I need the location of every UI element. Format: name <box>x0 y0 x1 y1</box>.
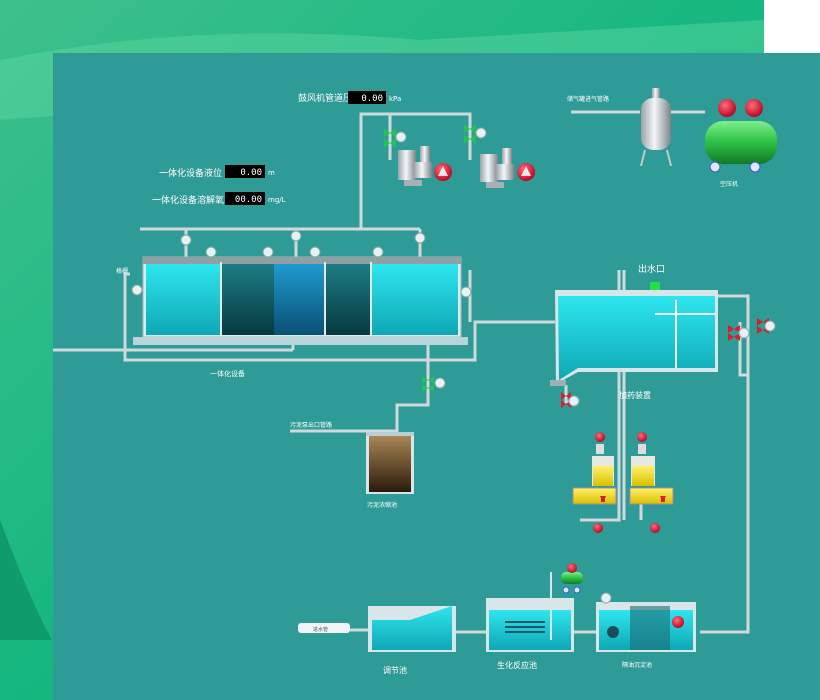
sensor-gauge-icon <box>205 246 217 258</box>
status-indicator-icon <box>650 282 660 290</box>
diagram-panel <box>53 53 820 700</box>
biochem-pool-label: 生化反应池 <box>497 660 537 670</box>
sensor-gauge-icon <box>309 246 321 258</box>
tank-level-unit: m <box>268 169 275 177</box>
dosing-unit-2 <box>629 432 674 533</box>
blower-2-valve-icon[interactable] <box>464 124 476 144</box>
air-pressure-value: 0.00 <box>361 94 383 104</box>
sensor-gauge-icon <box>180 234 192 246</box>
do-unit: mg/L <box>268 196 286 204</box>
sensor-gauge-icon <box>414 232 426 244</box>
compressor-motor-icon[interactable] <box>718 99 736 117</box>
dosing-pump-1-icon[interactable] <box>593 523 603 533</box>
gas-holding-label: 储气罐进气管路 <box>567 95 609 103</box>
sensor-gauge-icon <box>460 286 472 298</box>
air-pressure-label: 鼓风机管道压 <box>298 92 352 104</box>
air-compressor[interactable] <box>705 99 777 173</box>
regulating-tank-label: 调节池 <box>383 665 407 675</box>
right-valve-2-icon[interactable] <box>757 318 769 334</box>
outlet-tag-label: 出水口 <box>638 263 665 275</box>
inlet-pipe-stub: 进水管 <box>298 623 350 633</box>
sensor-gauge-icon <box>262 246 274 258</box>
do-value: 00.00 <box>235 195 262 205</box>
right-valve-1[interactable] <box>728 325 750 341</box>
blower-1-body <box>398 150 416 180</box>
do-display <box>225 192 265 205</box>
tank-level-label: 一体化设备液位 <box>159 167 222 179</box>
regulating-tank <box>368 606 456 652</box>
dosing-pump-2-icon[interactable] <box>650 523 660 533</box>
aeration-motor-icon[interactable] <box>567 563 577 573</box>
sludge-valve[interactable] <box>422 376 446 392</box>
sludge-tank-label: 污泥浓缩池 <box>367 501 397 509</box>
blower-2[interactable] <box>464 124 535 188</box>
blower-2-body <box>480 154 498 182</box>
clarifier-valve-icon[interactable] <box>561 392 571 408</box>
aeration-blower[interactable] <box>561 563 583 594</box>
compressor-wheel-icon <box>749 161 761 173</box>
air-compressor-label: 空压机 <box>720 180 738 188</box>
air-pressure-display <box>348 91 386 104</box>
blower-1[interactable] <box>384 128 452 186</box>
biochem-pool <box>486 572 574 652</box>
dosing-2-motor-icon[interactable] <box>637 432 647 442</box>
sensor-gauge-icon <box>131 284 143 296</box>
dosing-unit-1 <box>572 432 617 533</box>
readout-dissolved-oxygen: 一体化设备溶解氧 00.00 mg/L <box>152 192 286 206</box>
gas-storage-tank <box>640 88 672 167</box>
sludge-pipe-label: 污泥泵出口管路 <box>290 421 332 429</box>
tank-level-display <box>225 165 265 178</box>
compressor-wheel-icon <box>709 161 721 173</box>
equalization-pool <box>596 592 696 652</box>
sludge-valve-icon[interactable] <box>422 376 434 392</box>
dosing-1-motor-icon[interactable] <box>595 432 605 442</box>
blower-1-valve-icon[interactable] <box>384 128 396 148</box>
equipment-sensors <box>131 230 472 298</box>
air-pressure-unit: kPa <box>389 95 401 103</box>
readout-tank-level: 一体化设备液位 0.00 m <box>159 165 275 179</box>
right-valve-2[interactable] <box>757 318 776 334</box>
equalization-pump-icon[interactable] <box>672 616 684 628</box>
dosing-system-label: 加药装置 <box>619 390 651 400</box>
bar-screen-label: 格栅 <box>116 267 128 275</box>
clarifier-tank <box>550 290 718 386</box>
clarifier-outlet-valve[interactable] <box>561 392 580 408</box>
tank-level-value: 0.00 <box>240 168 262 178</box>
inlet-pipe-label: 进水管 <box>313 626 328 633</box>
sensor-gauge-icon <box>372 246 384 258</box>
blower-1-gauge-icon <box>395 131 407 143</box>
right-valve-1-icon[interactable] <box>728 325 740 341</box>
compressor-motor-icon[interactable] <box>745 99 763 117</box>
blower-2-gauge-icon <box>475 127 487 139</box>
sludge-tank <box>366 432 414 494</box>
do-label: 一体化设备溶解氧 <box>152 194 224 206</box>
integrated-equipment-label: 一体化设备 <box>210 369 245 378</box>
readout-air-pipe-pressure: 鼓风机管道压 0.00 kPa <box>298 91 401 104</box>
sensor-gauge-icon <box>290 230 302 242</box>
integrated-equipment-tank <box>133 256 468 345</box>
equalization-pool-label: 隔油沉淀池 <box>622 661 652 669</box>
